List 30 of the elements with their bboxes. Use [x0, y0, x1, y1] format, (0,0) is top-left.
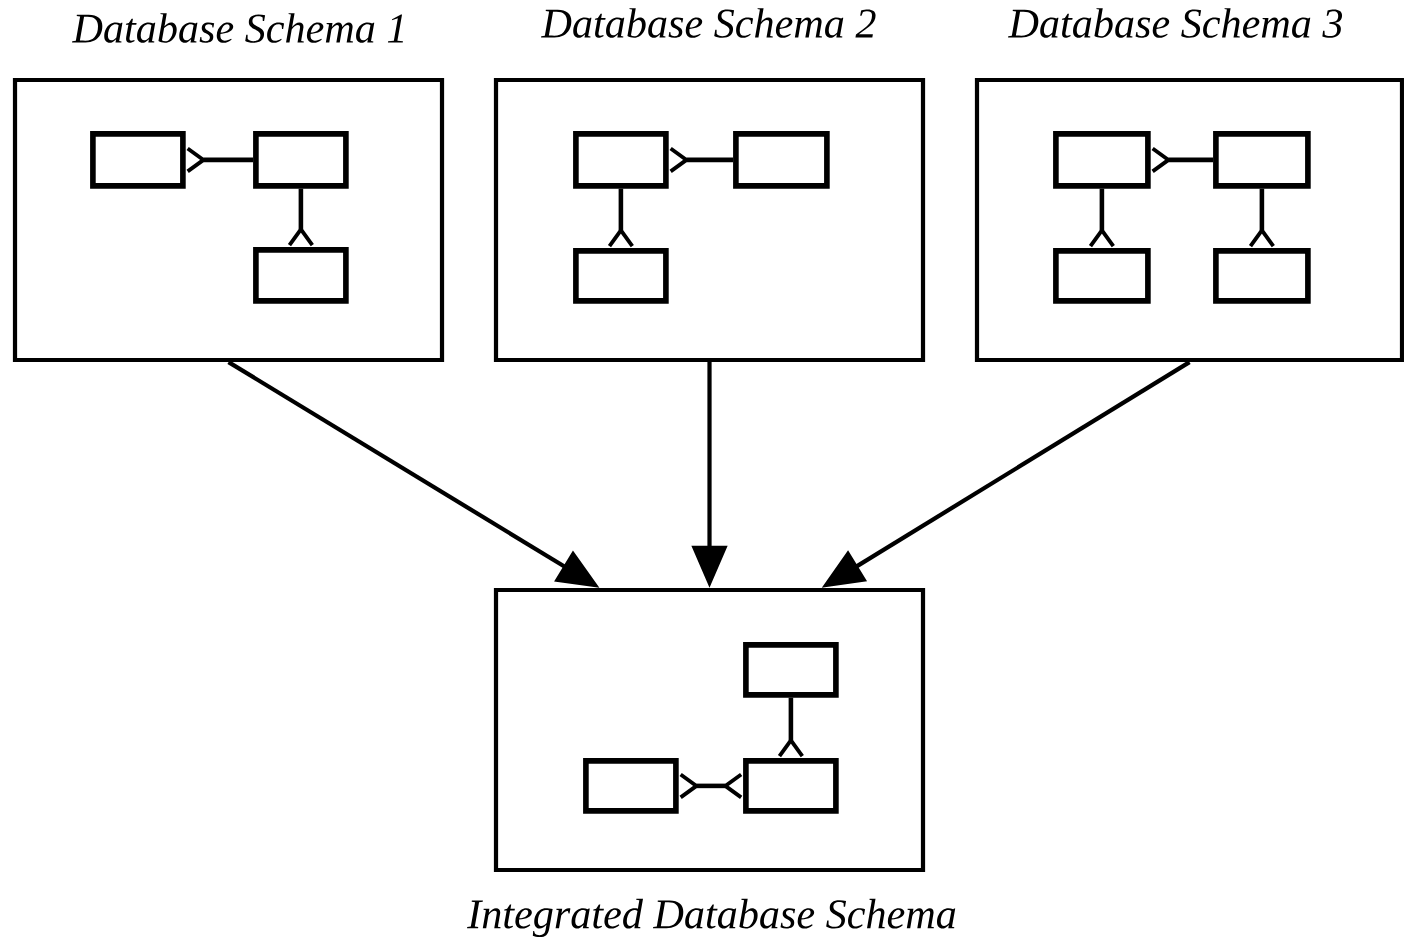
relationship-line — [669, 146, 734, 173]
entity-box — [583, 758, 679, 814]
entity-box — [733, 131, 830, 189]
entity-box — [743, 642, 839, 698]
schema-box: Integrated Database Schema — [467, 587, 956, 938]
entity-box — [253, 131, 349, 189]
entity-box — [743, 758, 839, 814]
relationship-line — [1248, 188, 1275, 248]
entity-box — [1213, 131, 1311, 189]
relationship-line — [607, 188, 634, 248]
entity-box — [1213, 248, 1311, 304]
relationship-line — [777, 697, 804, 758]
node-label: Database Schema 2 — [541, 8, 876, 38]
relationship-line — [1088, 188, 1115, 248]
node-label: Database Schema 3 — [1008, 8, 1343, 38]
relationship-line — [186, 146, 254, 173]
entity-box — [573, 248, 669, 304]
entity-box — [1053, 248, 1151, 304]
entity-box — [1053, 131, 1151, 189]
relationship-line — [1151, 146, 1214, 173]
entity-box — [573, 131, 669, 189]
schema-box: Database Schema 3 — [974, 8, 1404, 363]
relationship-line — [287, 188, 314, 247]
node-label: Integrated Database Schema — [467, 898, 956, 938]
relationship-line — [679, 772, 743, 799]
entity-box — [90, 131, 186, 189]
schema-box: Database Schema 1 — [12, 13, 445, 363]
entity-box — [253, 247, 349, 304]
schema-box: Database Schema 2 — [493, 8, 926, 363]
node-label: Database Schema 1 — [72, 13, 403, 43]
